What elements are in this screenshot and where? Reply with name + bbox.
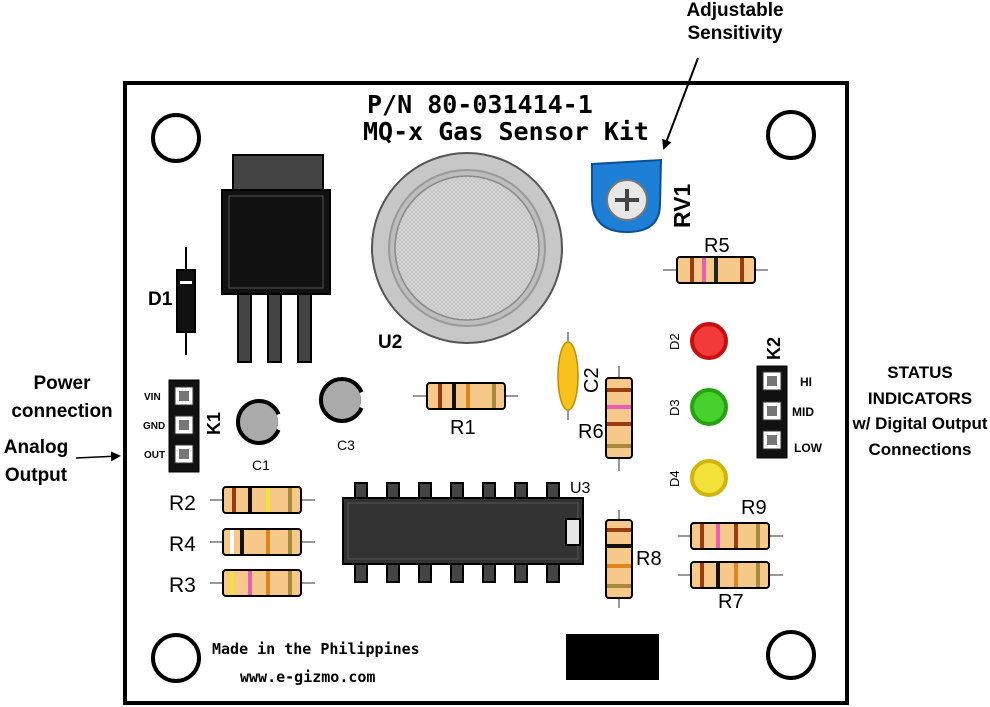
voltage-regulator — [221, 154, 331, 363]
label-r3: R3 — [169, 574, 196, 597]
resistor-r2 — [210, 486, 315, 514]
power-line-2: connection — [11, 400, 113, 422]
status-callout: STATUS INDICATORS w/ Digital Output Conn… — [850, 360, 990, 462]
label-r4: R4 — [169, 533, 196, 556]
analog-line-1: Analog — [3, 437, 69, 458]
k2-pin-hi: HI — [800, 375, 812, 389]
board-title: MQ-x Gas Sensor Kit — [363, 117, 649, 146]
resistor-r5 — [663, 256, 768, 284]
sensitivity-line-2: Sensitivity — [687, 22, 783, 44]
label-c2: C2 — [581, 367, 603, 393]
label-r7: R7 — [718, 591, 744, 613]
label-rv1: RV1 — [669, 183, 695, 228]
mounting-hole — [766, 630, 816, 680]
gas-sensor-u2 — [371, 152, 563, 344]
label-c3: C3 — [337, 437, 355, 453]
label-r1: R1 — [450, 417, 476, 439]
capacitor-c2 — [557, 332, 579, 420]
analog-output-arrow — [75, 451, 121, 462]
status-line-3: w/ Digital Output — [852, 414, 988, 433]
mounting-hole — [151, 113, 201, 163]
status-line-1: STATUS — [887, 363, 953, 382]
label-u2: U2 — [378, 332, 402, 353]
capacitor-c3 — [319, 377, 367, 423]
made-in-text: Made in the Philippines — [212, 640, 420, 658]
status-line-2: INDICATORS — [867, 388, 973, 408]
resistor-r8 — [605, 510, 633, 608]
label-c1: C1 — [252, 457, 270, 473]
sensitivity-line-1: Adjustable — [686, 0, 784, 21]
led-d3-green — [690, 388, 728, 426]
website-text: www.e-gizmo.com — [240, 668, 375, 686]
label-d2: D2 — [667, 333, 682, 350]
led-d4-yellow — [690, 459, 728, 497]
black-pad — [566, 634, 659, 680]
k1-pin-gnd: GND — [143, 421, 165, 432]
resistor-r1 — [413, 382, 518, 410]
diode-d1 — [176, 247, 196, 355]
resistor-r3 — [210, 569, 315, 597]
label-r8: R8 — [636, 548, 662, 570]
sensitivity-arrow — [662, 57, 699, 150]
part-number: P/N 80-031414-1 — [367, 90, 593, 119]
k2-pin-mid: MID — [792, 405, 814, 419]
potentiometer-rv1[interactable] — [591, 158, 663, 234]
header-k1[interactable] — [168, 379, 200, 473]
mounting-hole — [766, 110, 816, 160]
label-u3: U3 — [570, 480, 591, 497]
label-r6: R6 — [578, 421, 604, 443]
resistor-r4 — [210, 528, 315, 556]
label-r9: R9 — [741, 497, 767, 519]
analog-line-2: Output — [4, 464, 68, 486]
power-callout: Power connection — [0, 370, 124, 425]
resistor-r9 — [678, 522, 783, 550]
analog-callout: Analog Output — [0, 434, 72, 489]
led-d2-red — [690, 322, 728, 360]
label-k1: K1 — [204, 412, 224, 435]
ic-u3 — [342, 482, 584, 583]
label-d4: D4 — [667, 470, 682, 487]
mounting-hole — [151, 633, 201, 683]
k1-pin-vin: VIN — [144, 392, 161, 403]
label-r5: R5 — [704, 235, 730, 257]
resistor-r6 — [605, 366, 633, 471]
label-r2: R2 — [169, 492, 196, 515]
status-line-4: Connections — [868, 439, 972, 459]
header-k2[interactable] — [756, 365, 788, 459]
label-k2: K2 — [764, 337, 784, 360]
capacitor-c1 — [236, 399, 284, 445]
k1-pin-out: OUT — [144, 450, 165, 461]
resistor-r7 — [678, 561, 783, 589]
sensitivity-callout: Adjustable Sensitivity — [665, 0, 805, 46]
label-d3: D3 — [667, 399, 682, 416]
label-d1: D1 — [148, 289, 173, 310]
power-line-1: Power — [33, 373, 91, 394]
k2-pin-low: LOW — [794, 441, 823, 455]
